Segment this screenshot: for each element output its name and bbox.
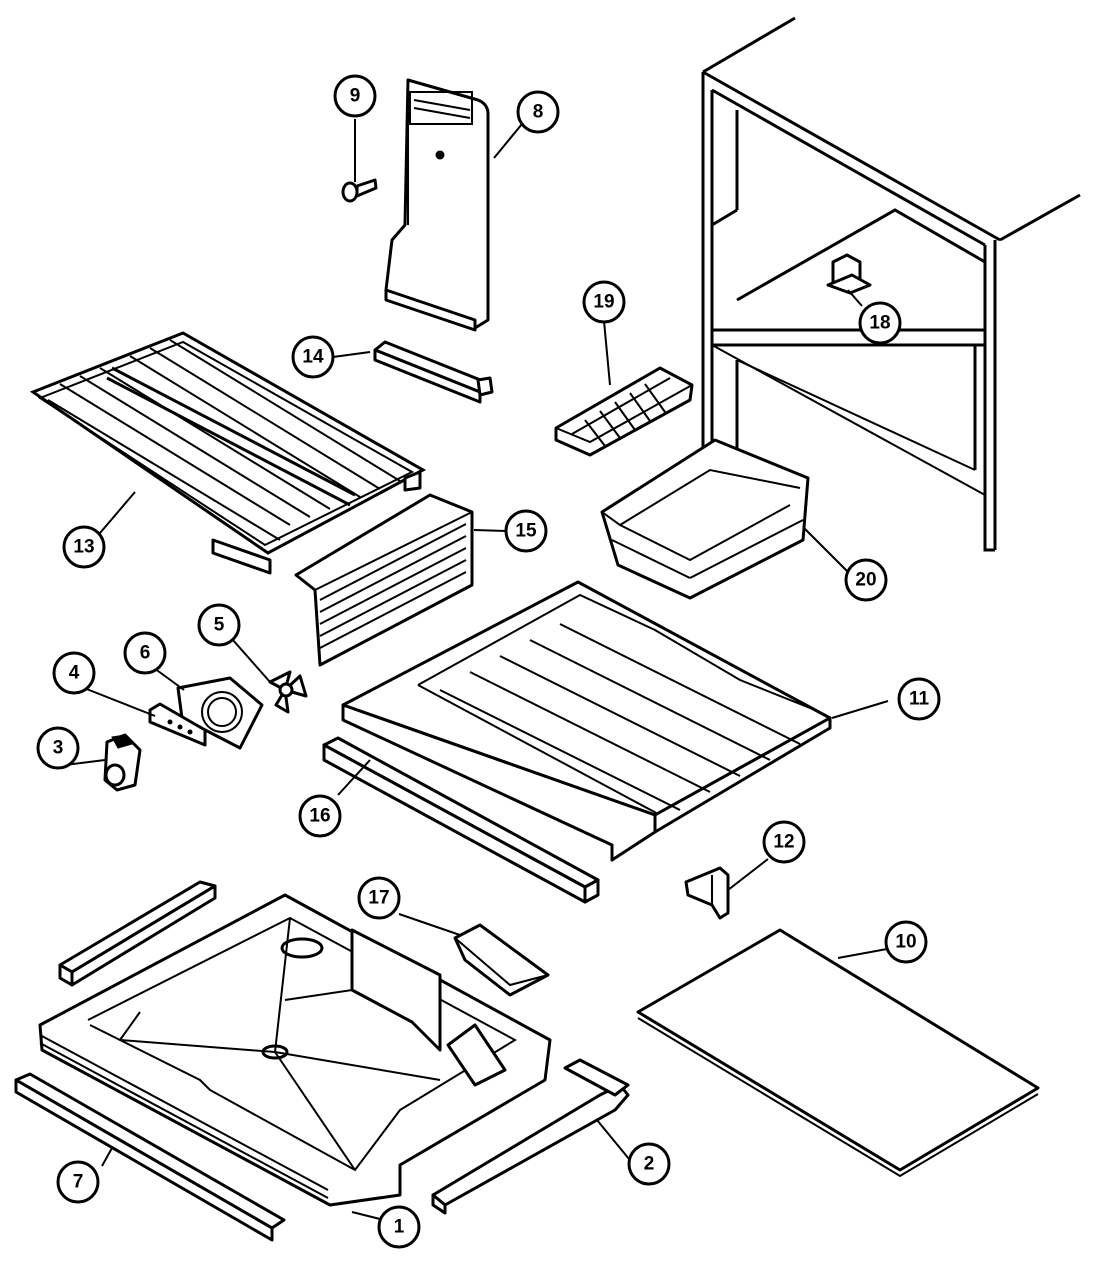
callout-label: 1 — [394, 1217, 405, 1238]
crisper-shelf — [341, 580, 832, 862]
callout-8: 8 — [516, 90, 560, 134]
callout-16: 16 — [298, 794, 342, 838]
callout-12: 12 — [762, 820, 806, 864]
callout-label: 8 — [533, 102, 544, 123]
callout-label: 14 — [302, 347, 324, 368]
mounting-bracket — [148, 702, 207, 747]
callout-label: 17 — [368, 888, 389, 909]
leader-lines — [64, 119, 889, 1220]
callout-10: 10 — [884, 920, 928, 964]
floor-panel — [636, 928, 1040, 1178]
right-rail — [431, 1058, 630, 1215]
wire-shelf — [29, 331, 427, 575]
screw — [341, 178, 378, 203]
callout-label: 11 — [909, 689, 930, 710]
left-rail — [14, 1072, 286, 1242]
callout-6: 6 — [123, 631, 167, 675]
cabinet-clip — [826, 253, 872, 295]
callout-label: 15 — [515, 521, 537, 542]
callout-label: 18 — [869, 313, 890, 334]
shelf-bracket — [373, 340, 494, 404]
callout-7: 7 — [56, 1160, 100, 1204]
callout-15: 15 — [504, 509, 548, 553]
baffle-panel — [294, 493, 474, 667]
callout-20: 20 — [844, 558, 888, 602]
fan-motor — [103, 733, 142, 792]
callout-11: 11 — [897, 677, 941, 721]
callout-label: 7 — [73, 1172, 84, 1193]
callout-1: 1 — [377, 1205, 421, 1249]
callout-14: 14 — [291, 335, 335, 379]
callout-label: 19 — [593, 292, 614, 313]
callout-3: 3 — [36, 726, 80, 770]
callout-label: 12 — [773, 832, 794, 853]
callout-4: 4 — [52, 651, 96, 695]
callout-19: 19 — [582, 280, 626, 324]
callout-2: 2 — [627, 1142, 671, 1186]
upper-left-rail — [58, 880, 217, 987]
callout-label: 13 — [73, 537, 94, 558]
cover-plate — [453, 923, 550, 997]
front-trim-strip — [322, 736, 600, 904]
duct-cover — [384, 78, 490, 332]
callout-13: 13 — [62, 525, 106, 569]
callout-label: 6 — [140, 643, 151, 664]
callout-label: 3 — [53, 738, 64, 759]
support-bracket — [684, 866, 730, 920]
callout-label: 9 — [350, 86, 361, 107]
fan-blade — [268, 670, 308, 714]
callout-label: 2 — [644, 1154, 655, 1175]
callout-label: 4 — [69, 663, 80, 684]
callout-label: 10 — [895, 932, 916, 953]
ice-bucket — [600, 438, 810, 600]
callout-17: 17 — [357, 876, 401, 920]
callout-18: 18 — [858, 301, 902, 345]
ice-tray — [554, 366, 694, 457]
fan-bracket — [176, 676, 264, 750]
callout-label: 16 — [309, 806, 330, 827]
base-pan — [38, 893, 552, 1207]
callout-9: 9 — [333, 74, 377, 118]
callout-5: 5 — [197, 603, 241, 647]
callout-label: 5 — [214, 615, 225, 636]
callout-label: 20 — [855, 570, 876, 591]
